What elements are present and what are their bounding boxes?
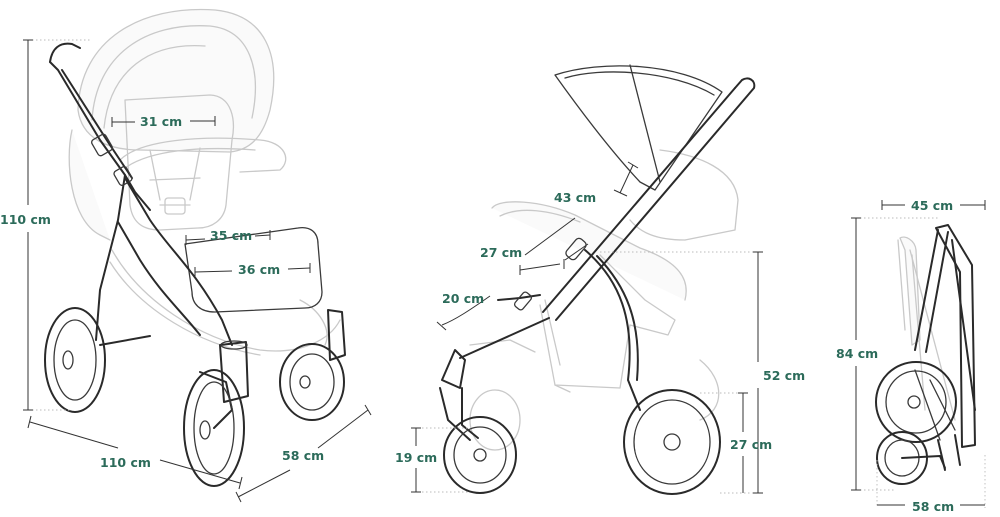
side-footrest-length-label: 20 cm [442,291,484,306]
folded-width-label: 45 cm [911,198,953,213]
side-front-wheel-label: 19 cm [395,450,437,465]
side-view-dimensions [411,161,763,494]
front-width-label: 58 cm [282,448,324,463]
side-canopy-length-label: 43 cm [554,190,596,205]
folded-view-dimensions [851,200,986,508]
stroller-folded-view [875,224,976,485]
stroller-front-view [44,8,346,487]
stroller-side-view [439,64,756,495]
front-total-height-label: 110 cm [0,212,51,227]
front-length-label: 110 cm [100,455,151,470]
front-footrest-width-label: 36 cm [238,262,280,277]
side-backrest-length-label: 27 cm [480,245,522,260]
side-view-labels: 43 cm 27 cm 20 cm 52 cm 27 cm 19 cm [395,190,805,465]
folded-height-label: 84 cm [836,346,878,361]
front-seat-width-label: 35 cm [210,228,252,243]
folded-view-labels: 45 cm 84 cm 58 cm [836,198,954,514]
side-rear-wheel-label: 27 cm [730,437,772,452]
side-handle-height-label: 52 cm [763,368,805,383]
front-backrest-width-label: 31 cm [140,114,182,129]
folded-depth-label: 58 cm [912,499,954,514]
front-view-dimensions [23,39,372,503]
front-view-labels: 110 cm 31 cm 35 cm 36 cm 110 cm 58 cm [0,114,324,470]
